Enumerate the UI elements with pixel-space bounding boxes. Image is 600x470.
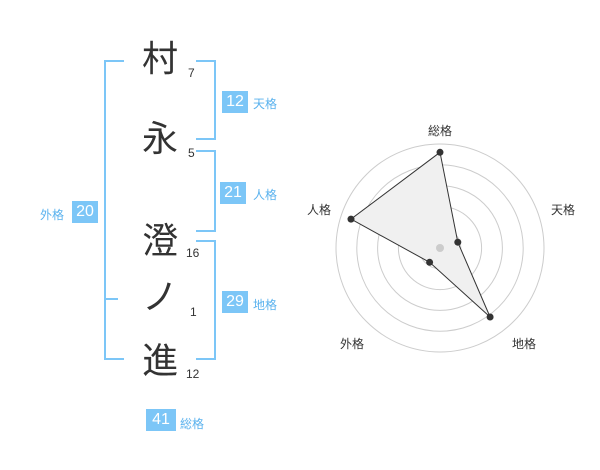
radar-label-chikaku: 地格 — [512, 337, 537, 351]
jinkaku-label: 人格 — [253, 188, 278, 202]
stroke-count-5: 12 — [186, 367, 200, 381]
radar-dots — [347, 148, 494, 321]
tenkaku-label: 天格 — [253, 97, 278, 111]
radar-label-jinkaku: 人格 — [307, 203, 332, 217]
radar-point-chikaku — [486, 313, 494, 321]
gaikaku-bracket — [104, 60, 124, 360]
radar-point-tenkaku — [454, 238, 462, 246]
soukaku-label: 総格 — [180, 417, 205, 431]
stroke-count-2: 5 — [188, 146, 195, 160]
name-char-4: ノ — [141, 277, 178, 318]
stroke-count-1: 7 — [188, 66, 195, 80]
radar-label-soukaku: 総格 — [428, 124, 453, 138]
radar-label-gaikaku: 外格 — [340, 337, 365, 351]
jinkaku-bracket — [196, 150, 216, 232]
name-char-1: 村 — [141, 39, 178, 80]
stroke-count-3: 16 — [186, 246, 200, 260]
tenkaku-bracket — [196, 60, 216, 140]
chikaku-bracket — [196, 240, 216, 360]
soukaku-value: 41 — [146, 409, 176, 431]
radar-ring — [335, 143, 545, 353]
stroke-count-4: 1 — [190, 305, 197, 319]
chikaku-label: 地格 — [253, 298, 278, 312]
tenkaku-value: 12 — [222, 91, 248, 113]
name-char-3: 澄 — [141, 221, 178, 262]
radar-point-soukaku — [436, 148, 444, 156]
radar-point-gaikaku — [426, 258, 434, 266]
radar-center-dot — [436, 244, 444, 252]
gaikaku-bracket-tick — [104, 298, 118, 300]
radar-point-jinkaku — [347, 215, 355, 223]
gaikaku-value: 20 — [72, 201, 98, 223]
jinkaku-value: 21 — [220, 182, 246, 204]
name-char-5: 進 — [141, 341, 178, 382]
radar-polygon — [350, 151, 491, 318]
radar-label-tenkaku: 天格 — [551, 203, 576, 217]
chikaku-value: 29 — [222, 291, 248, 313]
name-char-2: 永 — [141, 119, 178, 160]
gaikaku-label: 外格 — [40, 208, 65, 222]
